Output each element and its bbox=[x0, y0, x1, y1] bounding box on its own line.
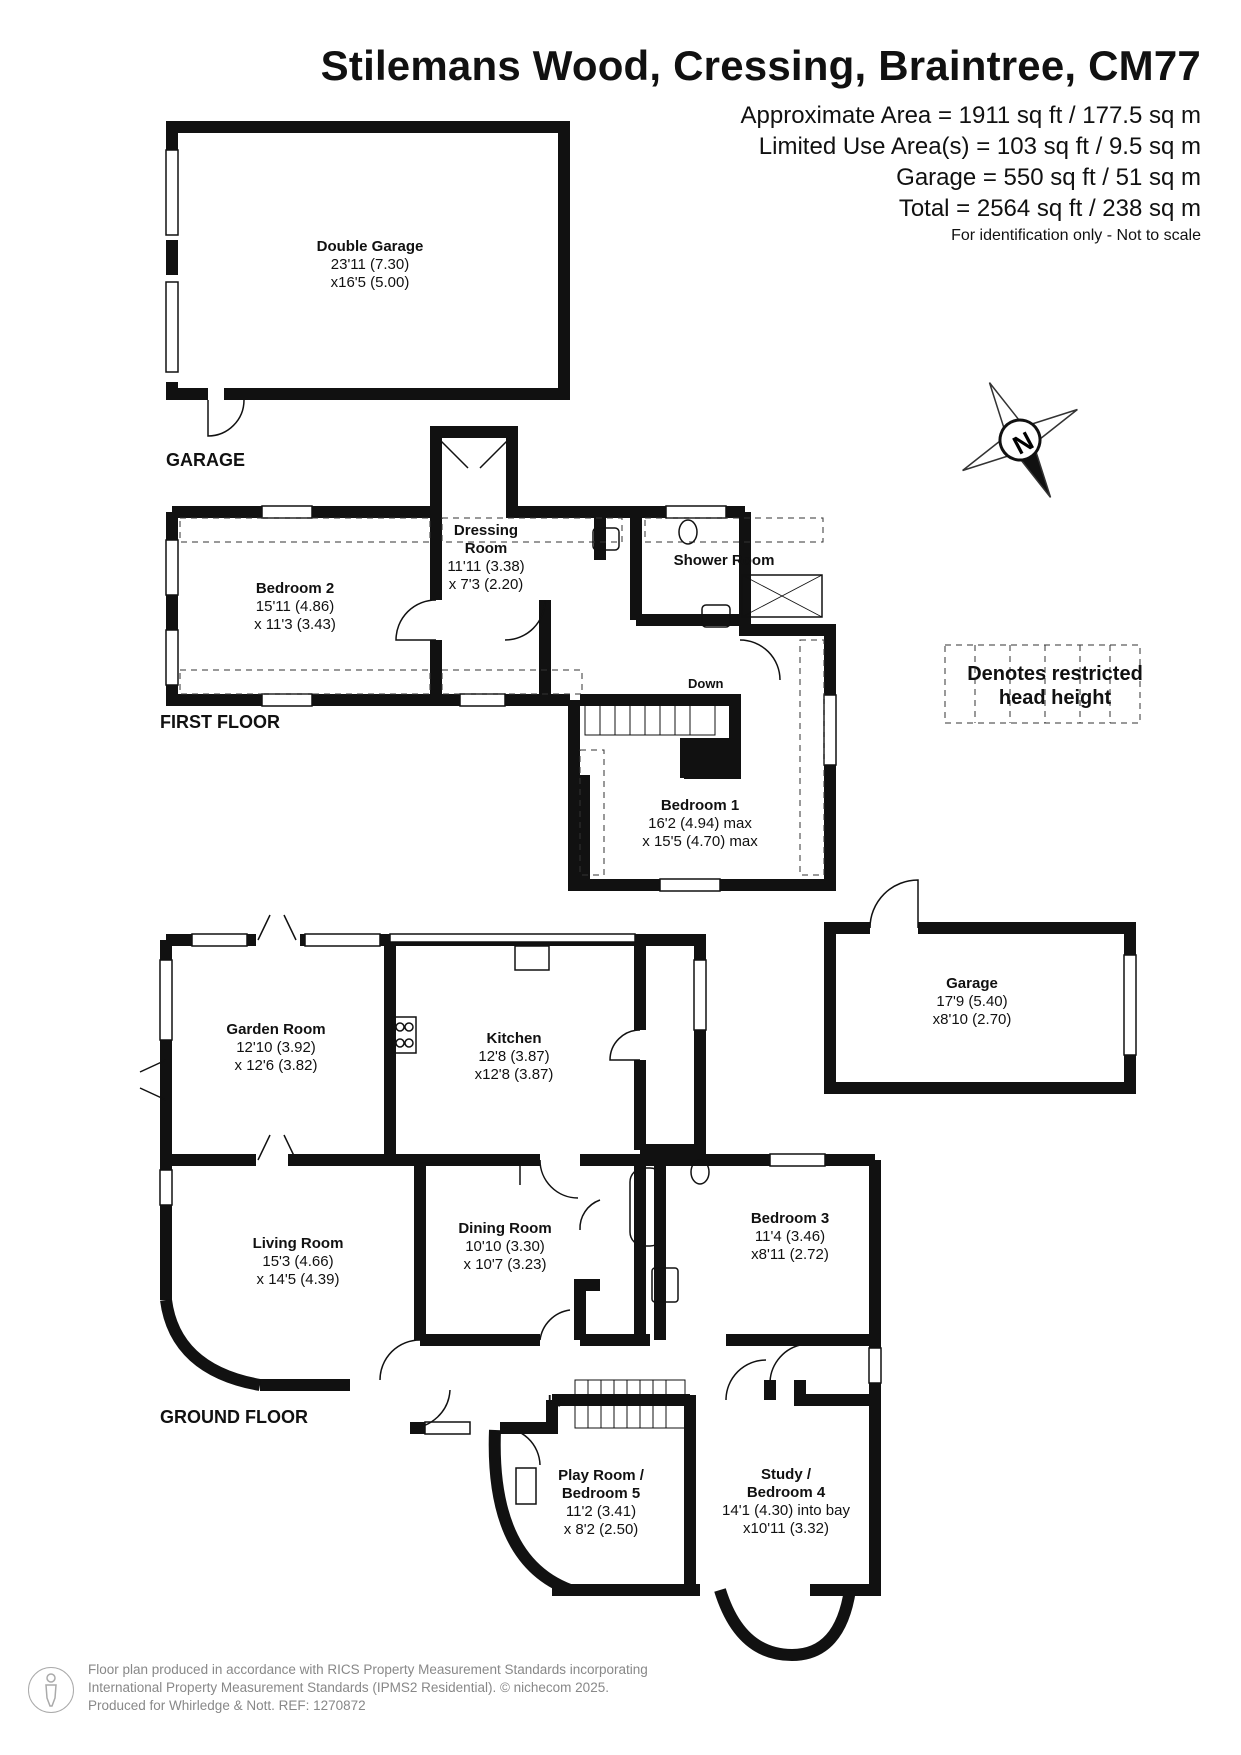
room-garage: Garage 17'9 (5.40) x8'10 (2.70) bbox=[932, 975, 1012, 1028]
room-dressing-room: Dressing Room 11'11 (3.38) x 7'3 (2.20) bbox=[447, 522, 525, 593]
room-dining-room: Dining Room 10'10 (3.30) x 10'7 (3.23) bbox=[458, 1220, 552, 1273]
double-garage-walls bbox=[166, 121, 570, 400]
disclaimer: For identification only - Not to scale bbox=[951, 227, 1201, 244]
hob bbox=[391, 1016, 417, 1054]
room-bedroom-2: Bedroom 2 15'11 (4.86) x 11'3 (3.43) bbox=[254, 580, 336, 633]
compass-icon bbox=[962, 382, 1078, 498]
approximate-area: Approximate Area = 1911 sq ft / 177.5 sq… bbox=[740, 102, 1202, 129]
room-bedroom-1: Bedroom 1 16'2 (4.94) max x 15'5 (4.70) … bbox=[642, 797, 758, 850]
stairs-down-label: Down bbox=[688, 676, 724, 691]
room-kitchen: Kitchen 12'8 (3.87) x12'8 (3.87) bbox=[474, 1030, 554, 1083]
shower-tray bbox=[741, 574, 823, 618]
playroom-bay-wall bbox=[488, 1429, 573, 1596]
room-study: Study / Bedroom 4 14'1 (4.30) into bay x… bbox=[722, 1466, 850, 1537]
living-room-bay-wall bbox=[160, 1299, 262, 1391]
small-garage-walls bbox=[824, 922, 1136, 1094]
study-bay-wall bbox=[714, 1588, 856, 1662]
rics-person-icon bbox=[28, 1667, 74, 1713]
footer-text: Floor plan produced in accordance with R… bbox=[88, 1662, 648, 1713]
room-double-garage: Double Garage 23'11 (7.30) x16'5 (5.00) bbox=[316, 238, 424, 291]
kitchen-sink bbox=[514, 945, 550, 971]
room-living-room: Living Room 15'3 (4.66) x 14'5 (4.39) bbox=[252, 1235, 344, 1288]
area-summary: Approximate Area = 1911 sq ft / 177.5 sq… bbox=[741, 100, 1202, 224]
total-area: Total = 2564 sq ft / 238 sq m bbox=[898, 195, 1201, 222]
room-garden-room: Garden Room 12'10 (3.92) x 12'6 (3.82) bbox=[226, 1021, 326, 1074]
ground-floor-label: GROUND FLOOR bbox=[160, 1407, 308, 1427]
toilet-icon bbox=[678, 519, 698, 545]
restricted-height-legend: Denotes restricted head height bbox=[967, 663, 1143, 709]
room-shower-room: Shower Room bbox=[673, 552, 775, 569]
garage-area: Garage = 550 sq ft / 51 sq m bbox=[896, 164, 1201, 191]
garage-floor-label: GARAGE bbox=[166, 450, 246, 470]
limited-use-area: Limited Use Area(s) = 103 sq ft / 9.5 sq… bbox=[758, 133, 1201, 160]
first-floor-label: FIRST FLOOR bbox=[160, 712, 280, 732]
room-bedroom-3: Bedroom 3 11'4 (3.46) x8'11 (2.72) bbox=[750, 1210, 830, 1263]
bath bbox=[629, 1167, 665, 1247]
page-title: Stilemans Wood, Cressing, Braintree, CM7… bbox=[320, 42, 1201, 89]
room-play-room: Play Room / Bedroom 5 11'2 (3.41) x 8'2 … bbox=[558, 1467, 644, 1538]
stairs-up-label: Up bbox=[548, 1392, 566, 1407]
